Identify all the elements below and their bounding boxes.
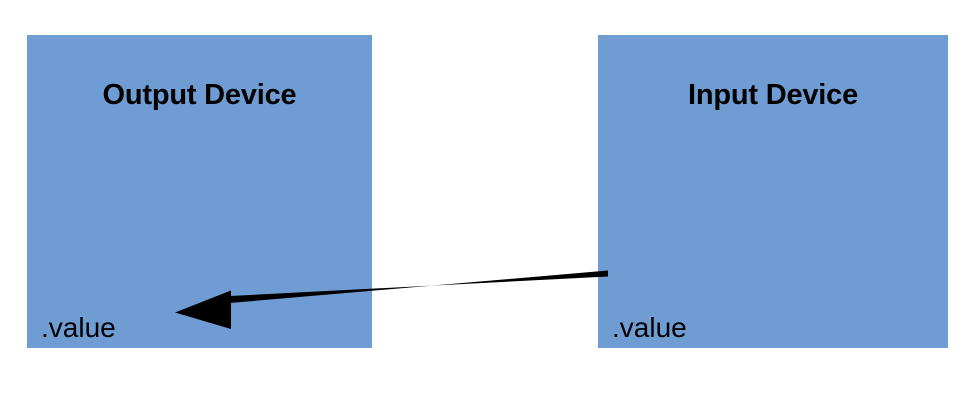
input-device-box[interactable]: Input Device .value .values	[598, 35, 948, 348]
input-device-property-list: .value .values	[612, 238, 701, 406]
output-device-box[interactable]: Output Device .value .values .source	[27, 35, 372, 348]
input-device-property-value: .value	[612, 312, 687, 343]
output-device-property-list: .value .values .source	[41, 238, 133, 406]
output-device-title: Output Device	[102, 79, 297, 111]
input-device-title: Input Device	[687, 79, 859, 111]
output-device-property-value: .value	[41, 312, 116, 343]
